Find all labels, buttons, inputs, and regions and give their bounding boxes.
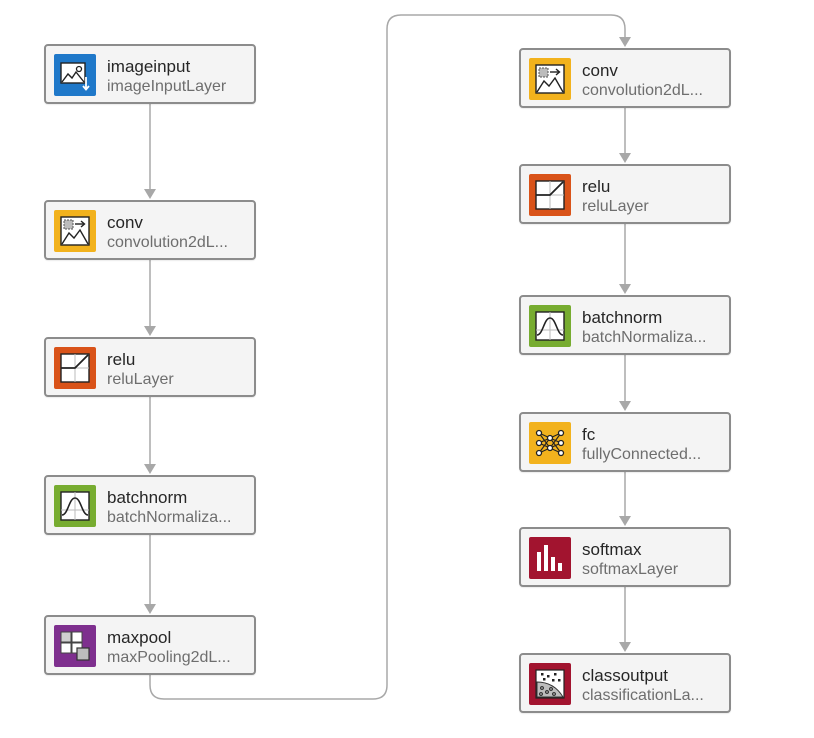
relu-icon (54, 347, 96, 389)
layer-node-imageinput[interactable]: imageinput imageInputLayer (44, 44, 256, 104)
convolution-icon (54, 210, 96, 252)
layer-type: maxPooling2dL... (107, 649, 231, 666)
layer-type: reluLayer (582, 198, 649, 215)
relu-icon (529, 174, 571, 216)
layer-name: batchnorm (107, 488, 188, 507)
layer-name: relu (107, 350, 136, 369)
edge-relu_1-to-batchnorm_1 (144, 397, 156, 474)
layer-type: fullyConnected... (582, 446, 702, 463)
layer-type: imageInputLayer (107, 78, 227, 95)
edge-fc-to-softmax (619, 472, 631, 526)
edge-batchnorm_2-to-fc (619, 355, 631, 411)
layer-name: classoutput (582, 666, 668, 685)
fully-connected-icon (529, 422, 571, 464)
layer-type: batchNormaliza... (107, 509, 232, 526)
layer-type: softmaxLayer (582, 561, 679, 578)
layer-node-relu-1[interactable]: relu reluLayer (44, 337, 256, 397)
layer-type: classificationLa... (582, 687, 704, 704)
layer-name: fc (582, 425, 596, 444)
layer-type: convolution2dL... (107, 234, 228, 251)
image-input-icon (54, 54, 96, 96)
edge-conv_2-to-relu_2 (619, 108, 631, 163)
classification-output-icon (529, 663, 571, 705)
edge-batchnorm_1-to-maxpool (144, 535, 156, 614)
layer-name: softmax (582, 540, 642, 559)
layer-node-classoutput[interactable]: classoutput classificationLa... (519, 653, 731, 713)
edge-relu_2-to-batchnorm_2 (619, 224, 631, 294)
layer-name: imageinput (107, 57, 191, 76)
batchnorm-icon (54, 485, 96, 527)
batchnorm-icon (529, 305, 571, 347)
layer-type: reluLayer (107, 371, 174, 388)
layer-node-fc[interactable]: fc fullyConnected... (519, 412, 731, 472)
layer-node-batchnorm-1[interactable]: batchnorm batchNormaliza... (44, 475, 256, 535)
layer-node-softmax[interactable]: softmax softmaxLayer (519, 527, 731, 587)
layer-node-conv-1[interactable]: conv convolution2dL... (44, 200, 256, 260)
softmax-icon (529, 537, 571, 579)
layer-node-batchnorm-2[interactable]: batchnorm batchNormaliza... (519, 295, 731, 355)
edge-maxpool-to-conv_2 (149, 14, 631, 700)
layer-name: relu (582, 177, 611, 196)
edge-imageinput-to-conv_1 (144, 104, 156, 199)
layer-name: conv (107, 213, 143, 232)
edge-conv_1-to-relu_1 (144, 260, 156, 336)
layer-node-conv-2[interactable]: conv convolution2dL... (519, 48, 731, 108)
layer-name: maxpool (107, 628, 172, 647)
edge-softmax-to-classoutput (619, 587, 631, 652)
layer-type: convolution2dL... (582, 82, 703, 99)
layer-name: batchnorm (582, 308, 663, 327)
layer-name: conv (582, 61, 618, 80)
layer-node-relu-2[interactable]: relu reluLayer (519, 164, 731, 224)
layer-type: batchNormaliza... (582, 329, 707, 346)
layer-node-maxpool[interactable]: maxpool maxPooling2dL... (44, 615, 256, 675)
convolution-icon (529, 58, 571, 100)
maxpool-icon (54, 625, 96, 667)
